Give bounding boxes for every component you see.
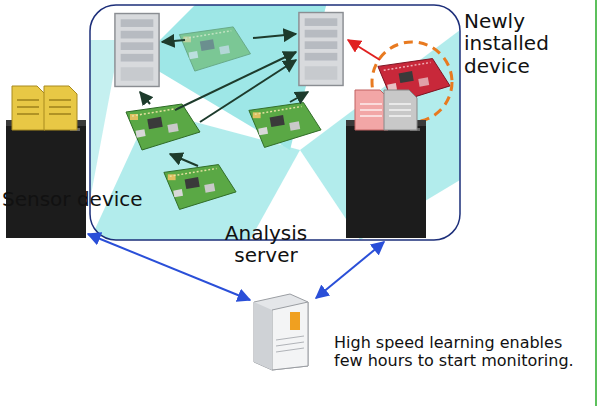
sensor-icon	[4, 82, 88, 238]
server-icon	[250, 290, 312, 372]
node-label: Analysis server	[196, 222, 336, 267]
analysis-server: Analysis server	[250, 290, 312, 372]
note-text: High speed learning enables few hours to…	[334, 334, 592, 370]
sensor-device: Sensor device	[4, 82, 88, 238]
callout-label: Newly installed device	[464, 10, 592, 77]
node-label: Sensor device	[2, 188, 172, 210]
